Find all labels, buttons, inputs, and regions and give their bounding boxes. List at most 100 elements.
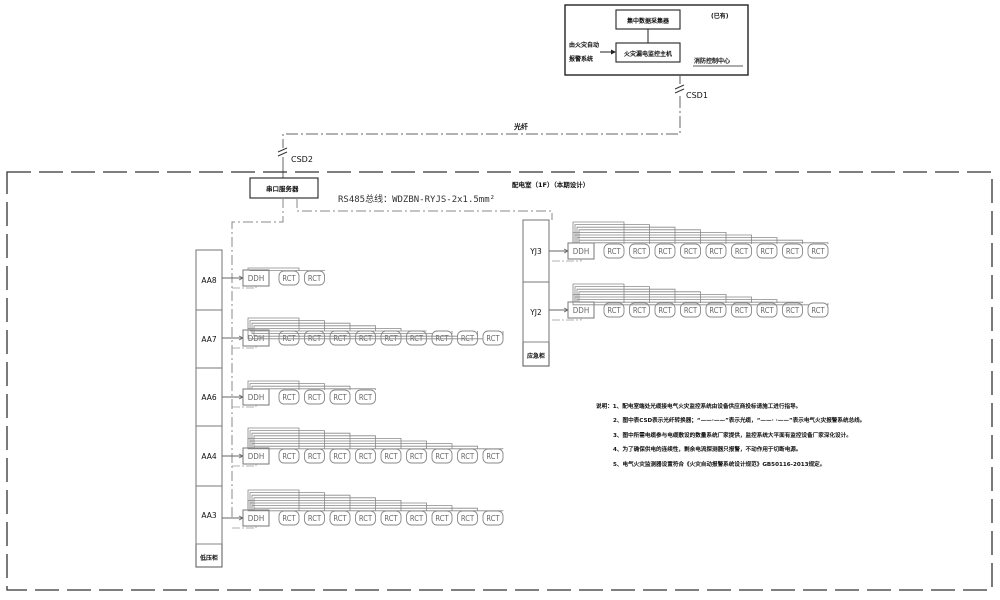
sensor-wire (576, 288, 676, 303)
rct-sensor-box (482, 330, 504, 346)
rct-sensor-label: RCT (461, 452, 475, 461)
rct-sensor-label: RCT (811, 306, 825, 315)
fiber-link: CSD1 光纤 CSD2 (277, 75, 708, 178)
rs485-bus-to-emergency (296, 198, 553, 220)
rct-sensor-box (680, 302, 701, 318)
rct-sensor-box (629, 302, 650, 318)
rct-sensor-box (603, 302, 625, 318)
panel-box (522, 281, 550, 343)
rct-sensor-label: RCT (486, 452, 500, 461)
fire-alarm-source-line1: 由火灾自动 (569, 41, 599, 49)
rct-sensor-label: RCT (359, 393, 373, 402)
sensor-wire (253, 507, 478, 511)
sensor-wire (253, 445, 478, 449)
rct-sensor-box (304, 270, 325, 286)
existing-tag: (已有) (711, 12, 729, 20)
rct-sensor-label: RCT (282, 393, 296, 402)
ddh-module-label: DDH (248, 514, 265, 523)
rct-sensor-label: RCT (308, 514, 322, 523)
bus-drop (232, 346, 257, 349)
rct-sensor-label: RCT (384, 452, 398, 461)
sensor-wire (574, 224, 650, 244)
monitor-host-label: 火灾漏电监控主机 (624, 50, 672, 58)
arrow-mark (563, 309, 569, 313)
rct-sensor-label: RCT (760, 306, 774, 315)
control-center-frame (564, 4, 749, 76)
sensor-wire (253, 497, 376, 511)
fiber-label: 光纤 (513, 122, 528, 131)
panel-name: AA6 (201, 393, 216, 402)
rct-sensor-box (654, 243, 676, 259)
rct-sensor-box (756, 243, 778, 259)
rct-sensor-label: RCT (333, 514, 347, 523)
rct-sensor-box (807, 243, 829, 259)
panel-name: AA3 (201, 511, 216, 520)
arrow-mark (563, 248, 569, 252)
monitor-host-box (615, 42, 681, 63)
sensor-wire (574, 234, 752, 244)
rct-sensor-label: RCT (486, 514, 500, 523)
csd2-symbol-mark (277, 147, 288, 153)
rct-sensor-label: RCT (633, 306, 647, 315)
sensor-wire (247, 317, 300, 331)
fire-alarm-source-line2: 报警系统 (569, 55, 593, 63)
ddh-module-label: DDH (248, 393, 265, 402)
rct-sensor-label: RCT (384, 514, 398, 523)
rct-sensor-label: RCT (486, 334, 500, 343)
rct-sensor-label: RCT (308, 393, 322, 402)
notes-block: 说明：1、配电室端处光缆接电气火灾监控系统由设备供应商投标请施工进行指导。 2、… (596, 402, 865, 468)
panel-name: AA7 (201, 335, 216, 344)
arrow-mark (238, 455, 244, 459)
sensor-wire (251, 322, 351, 331)
rct-sensor-label: RCT (607, 306, 621, 315)
rct-sensor-box (482, 448, 504, 464)
rct-sensor-label: RCT (658, 247, 672, 256)
ddh-module-label: DDH (248, 274, 265, 283)
rct-sensor-label: RCT (333, 452, 347, 461)
rct-sensor-label: RCT (633, 247, 647, 256)
rct-sensor-label: RCT (811, 247, 825, 256)
arrow-mark (238, 337, 244, 341)
rct-sensor-label: RCT (359, 514, 373, 523)
sensor-wire (251, 330, 453, 335)
rct-sensor-box (680, 243, 701, 259)
sensor-wire (247, 327, 402, 331)
csd1-label: CSD1 (686, 91, 708, 100)
sensor-wire (576, 299, 778, 303)
sensor-wire (576, 237, 778, 244)
bus-drop (232, 286, 257, 289)
sensor-wire (249, 383, 325, 390)
note-line: 5、电气火灾监测器设置符合《火灾自动报警系统设计规范》GB50116-2013规… (613, 460, 825, 468)
rct-sensor-box (807, 302, 829, 318)
note-line: 3、图中所需电缆参与电缆敷设的数量系统厂家提供，监控系统大平面有监控设备厂家深化… (613, 431, 852, 439)
rct-sensor-box (705, 243, 727, 259)
rct-sensor-label: RCT (282, 274, 296, 283)
rct-sensor-label: RCT (709, 306, 723, 315)
sensor-wire (249, 270, 325, 272)
csd1-symbol-mark (674, 84, 685, 90)
rct-sensor-box (329, 389, 351, 405)
bus-drop (552, 259, 582, 262)
arrow-mark (238, 517, 244, 521)
arrow-mark (238, 335, 244, 339)
sensor-wire (249, 440, 427, 449)
sensor-wire (253, 330, 478, 337)
sensor-wire (253, 388, 376, 390)
arrow-mark (238, 453, 244, 457)
arrow-mark (238, 394, 244, 398)
arrow-mark (238, 515, 244, 519)
rs485-bus-to-low-voltage (231, 198, 284, 520)
rct-sensor-box (603, 243, 625, 259)
rct-sensor-box (654, 302, 676, 318)
arrow-mark (563, 307, 569, 311)
fire-alarm-arrowhead (611, 49, 616, 55)
sensor-wire (247, 380, 300, 390)
arrow-mark (238, 275, 244, 279)
bus-drop (232, 464, 257, 467)
rct-sensor-label: RCT (435, 452, 449, 461)
panel-name: AA4 (201, 452, 216, 461)
sensor-wire (572, 221, 625, 244)
panel-box (195, 485, 223, 545)
rct-sensor-label: RCT (282, 452, 296, 461)
